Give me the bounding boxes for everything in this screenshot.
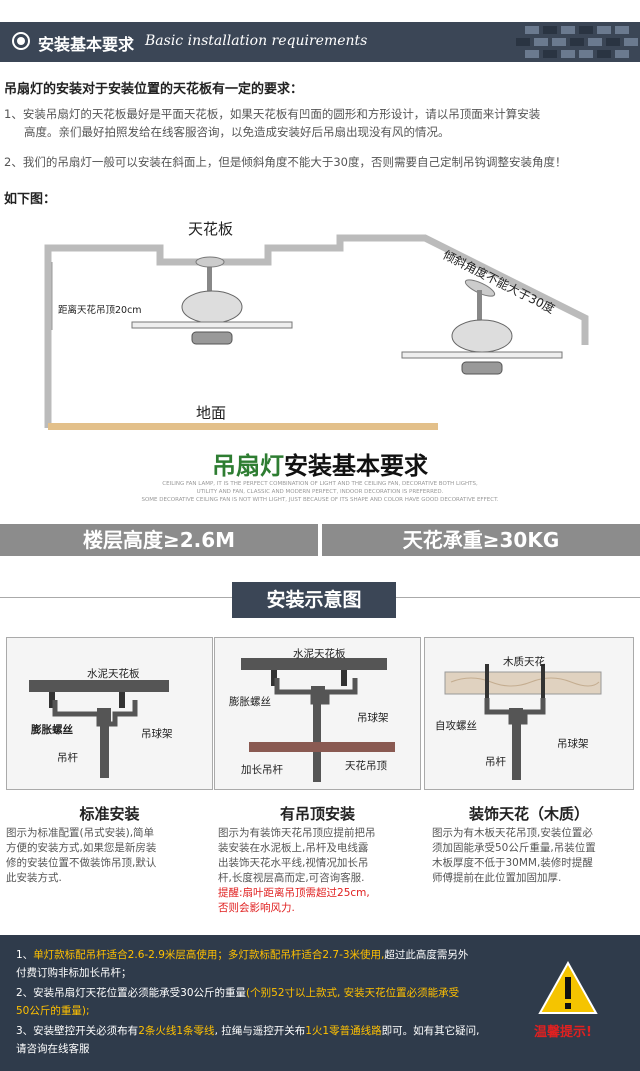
notice-highlight: 单灯款标配吊杆适合2.6-2.9米层高使用；多灯款标配吊杆适合2.7-3米使用, xyxy=(33,949,385,961)
panel3-ceiling-label: 木质天花 xyxy=(503,656,545,668)
caption-3-title: 装饰天花（木质） xyxy=(468,805,589,823)
panel-standard-install: 水泥天花板 膨胀螺丝 吊球架 吊杆 xyxy=(6,637,213,790)
notice-text: 1、 xyxy=(16,949,34,961)
panel1-rod-label: 吊杆 xyxy=(57,752,78,764)
panel2-rod-label: 加长吊杆 xyxy=(241,764,283,776)
warning-triangle-icon xyxy=(538,960,598,1015)
ceiling-load-requirement: 天花承重≥30KG xyxy=(322,524,640,556)
caption-1-text: 图示为标准配置(吊式安装),简单 方便的安装方式,如果您是新房装 修的安装位置不… xyxy=(6,826,213,886)
intro-heading: 吊扇灯的安装对于安装位置的天花板有一定的要求： xyxy=(4,82,304,97)
caption-3-line: 须加固能承受50公斤重量,吊装位置 xyxy=(432,842,596,854)
caption-1-line: 此安装方式. xyxy=(6,872,62,884)
notice-text: 2、安装吊扇灯天花位置必须能承受30公斤的重量 xyxy=(16,987,247,999)
banner-en-line-1: CEILING FAN LAMP, IT IS THE PERFECT COMB… xyxy=(162,481,478,487)
notice-highlight: 2条火线1条零线 xyxy=(138,1025,215,1037)
hexagon-pattern-icon xyxy=(515,22,640,62)
caption-1-line: 方便的安装方式,如果您是新房装 xyxy=(6,842,157,854)
notice-text: 即可。如有其它疑问, xyxy=(381,1025,480,1037)
caption-2-line: 图示为有装饰天花吊顶应提前把吊 xyxy=(218,827,376,839)
notice-line-1: 1、单灯款标配吊杆适合2.6-2.9米层高使用；多灯款标配吊杆适合2.7-3米使… xyxy=(16,947,468,963)
caption-2-title: 有吊顶安装 xyxy=(279,805,355,823)
ceiling-diagram: 天花板 倾斜角度不能大于30度 距离天花吊顶20cm 地面 xyxy=(0,210,640,435)
panel3-bolt-label: 自攻螺丝 xyxy=(435,720,477,732)
caption-1-line: 修的安装位置不做装饰吊顶,默认 xyxy=(6,857,157,869)
panel-wood-ceiling-install: 木质天花 自攻螺丝 吊球架 吊杆 xyxy=(424,637,634,790)
banner-english-text: CEILING FAN LAMP, IT IS THE PERFECT COMB… xyxy=(0,480,640,504)
panel3-bracket-label: 吊球架 xyxy=(557,738,589,750)
banner-en-line-2: UTILITY AND FAN, CLASSIC AND MODERN PERF… xyxy=(196,489,444,495)
header-subtitle: Basic installation requirements xyxy=(145,33,368,49)
intro-item-2: 2、我们的吊扇灯一般可以安装在斜面上，但是倾斜角度不能大于30度，否则需要自己定… xyxy=(4,155,567,169)
distance-label: 距离天花吊顶20cm xyxy=(58,302,142,316)
notice-text: , 拉绳与遥控开关布 xyxy=(214,1025,306,1037)
panel-ceiling-drop-install: 水泥天花板 膨胀螺丝 吊球架 加长吊杆 天花吊顶 xyxy=(214,637,421,790)
warning-label: 温馨提示! xyxy=(534,1025,592,1040)
notice-line-2: 付费订购非标加长吊杆； xyxy=(16,967,132,979)
caption-3-line: 图示为有木板天花吊顶,安装位置必 xyxy=(432,827,593,839)
header-title: 安装基本要求 xyxy=(38,35,135,54)
caption-2-text: 图示为有装饰天花吊顶应提前把吊 装安装在水泥板上,吊杆及电线露 出装饰天花水平线… xyxy=(218,826,423,916)
notice-highlight: (个别52寸以上款式, 安装天花位置必须能承受 xyxy=(246,987,460,999)
notice-line-3: 2、安装吊扇灯天花位置必须能承受30公斤的重量(个别52寸以上款式, 安装天花位… xyxy=(16,985,459,1001)
banner-en-line-3: SOME DECORATIVE CEILING FAN IS NOT WITH … xyxy=(141,497,499,503)
notice-text: 超过此高度需另外 xyxy=(384,949,469,961)
floor-label: 地面 xyxy=(196,404,227,422)
caption-3-text: 图示为有木板天花吊顶,安装位置必 须加固能承受50公斤重量,吊装位置 木板厚度不… xyxy=(432,826,637,886)
caption-2-warning: 提醒:扇叶距离吊顶需超过25cm, xyxy=(218,887,370,899)
floor-height-requirement: 楼层高度≥2.6M xyxy=(0,524,318,556)
notice-line-5: 3、安装壁控开关必须布有2条火线1条零线, 拉绳与遥控开关布1火1零普通线路即可… xyxy=(16,1023,479,1039)
caption-2-line: 出装饰天花水平线,视情况加长吊 xyxy=(218,857,369,869)
caption-3-line: 师傅提前在此位置加固加厚. xyxy=(432,872,562,884)
panel3-rod-label: 吊杆 xyxy=(485,756,506,768)
caption-2-line: 装安装在水泥板上,吊杆及电线露 xyxy=(218,842,369,854)
panel1-ceiling-label: 水泥天花板 xyxy=(87,668,140,680)
caption-2-line: 杆,长度视层高而定,可咨询客服. xyxy=(218,872,365,884)
target-icon xyxy=(12,32,30,50)
notice-line-4: 50公斤的重量); xyxy=(16,1005,90,1017)
caption-1-line: 图示为标准配置(吊式安装),简单 xyxy=(6,827,155,839)
banner-title: 吊扇灯安装基本要求 xyxy=(0,446,640,481)
intro-item-1: 1、安装吊扇灯的天花板最好是平面天花板，如果天花板有凹面的圆形和方形设计，请以吊… xyxy=(4,107,541,121)
panel1-bolt-label: 膨胀螺丝 xyxy=(31,724,73,736)
schematic-title: 安装示意图 xyxy=(232,582,396,618)
notice-highlight: 1火1零普通线路 xyxy=(305,1025,382,1037)
intro-item-1-cont: 高度。亲们最好拍照发给在线客服咨询，以免造成安装好后吊扇出现没有风的情况。 xyxy=(24,125,450,139)
ceiling-label: 天花板 xyxy=(188,220,234,238)
section-header: 安装基本要求 Basic installation requirements xyxy=(0,22,640,62)
banner-title-prefix: 吊扇灯 xyxy=(212,452,284,480)
notice-line-6: 请咨询在线客服 xyxy=(16,1043,90,1055)
panel2-bolt-label: 膨胀螺丝 xyxy=(229,696,271,708)
notice-panel: 1、单灯款标配吊杆适合2.6-2.9米层高使用；多灯款标配吊杆适合2.7-3米使… xyxy=(0,935,640,1071)
caption-1-title: 标准安装 xyxy=(79,805,140,823)
notice-text: 3、安装壁控开关必须布有 xyxy=(16,1025,139,1037)
caption-2-warning: 否则会影响风力. xyxy=(218,902,295,914)
intro-below-label: 如下图： xyxy=(4,192,57,207)
panel2-bracket-label: 吊球架 xyxy=(357,712,389,724)
panel2-drop-label: 天花吊顶 xyxy=(345,760,387,772)
banner-title-suffix: 安装基本要求 xyxy=(284,452,428,480)
panel2-ceiling-label: 水泥天花板 xyxy=(293,648,346,660)
caption-3-line: 木板厚度不低于30MM,装修时提醒 xyxy=(432,857,593,869)
panel1-bracket-label: 吊球架 xyxy=(141,728,173,740)
